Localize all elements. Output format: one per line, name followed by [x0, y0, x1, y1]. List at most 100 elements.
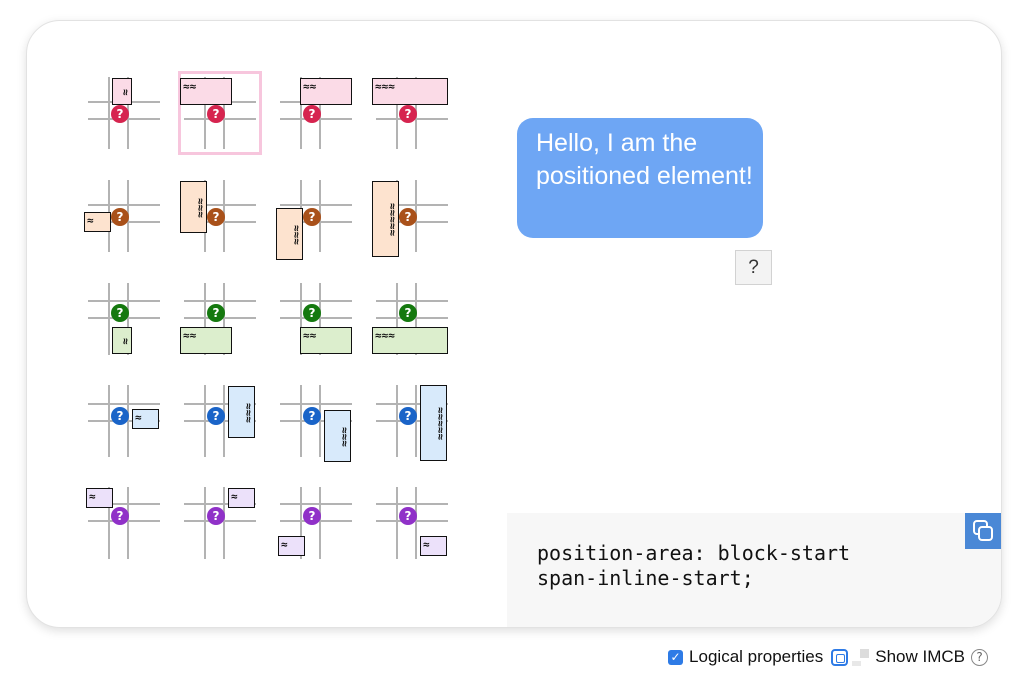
show-imcb-label: Show IMCB — [875, 647, 965, 666]
grid-line — [319, 385, 321, 457]
grid-line — [223, 385, 225, 457]
grid-line — [184, 403, 256, 405]
grid-line — [223, 487, 225, 559]
grid-line — [300, 385, 302, 457]
position-area-option[interactable]: ≈? — [372, 483, 452, 563]
grid-line — [396, 77, 398, 149]
grid-line — [415, 283, 417, 355]
positioned-box: ≈ — [112, 78, 132, 105]
grid-line — [204, 487, 206, 559]
position-area-option[interactable]: ≈≈≈? — [180, 381, 260, 461]
grid-line — [127, 385, 129, 457]
positioned-box: ≈ — [112, 327, 132, 354]
anchor-question-icon: ? — [303, 507, 321, 525]
grid-line — [204, 283, 206, 355]
position-area-option[interactable]: ≈? — [84, 176, 164, 256]
grid-line — [300, 487, 302, 559]
grid-line — [88, 204, 160, 206]
grid-line — [376, 403, 448, 405]
position-area-option[interactable]: ≈≈? — [178, 71, 262, 155]
logical-properties-checkbox[interactable]: ✓ — [668, 649, 684, 665]
grid-line — [280, 300, 352, 302]
grid-line — [184, 204, 256, 206]
grid-line — [376, 300, 448, 302]
grid-line — [108, 487, 110, 559]
position-area-option[interactable]: ≈? — [84, 483, 164, 563]
position-area-option[interactable]: ≈≈? — [180, 279, 260, 359]
help-icon[interactable]: ? — [971, 648, 988, 666]
grid-line — [280, 403, 352, 405]
positioned-box: ≈≈ — [300, 78, 352, 105]
position-area-option[interactable]: ≈≈≈≈≈? — [372, 176, 452, 257]
positioned-box: ≈ — [420, 536, 447, 556]
grid-line — [184, 300, 256, 302]
logical-properties-label: Logical properties — [689, 647, 824, 666]
grid-line — [88, 300, 160, 302]
grid-line — [280, 503, 352, 505]
position-area-option[interactable]: ≈≈≈? — [276, 381, 356, 462]
position-area-option[interactable]: ≈? — [180, 483, 260, 563]
grid-line — [108, 385, 110, 457]
grid-line — [223, 283, 225, 355]
anchor-question-icon: ? — [111, 105, 129, 123]
position-area-option[interactable]: ≈≈≈≈≈? — [372, 381, 452, 461]
position-area-option[interactable]: ≈≈≈? — [180, 176, 260, 256]
positioned-box: ≈≈≈ — [372, 78, 448, 105]
position-area-option[interactable]: ≈? — [84, 381, 164, 461]
anchor-question-icon: ? — [207, 507, 225, 525]
anchor-question-icon: ? — [399, 507, 417, 525]
position-area-option[interactable]: ≈? — [84, 279, 164, 359]
grid-line — [300, 77, 302, 149]
anchor-question-icon: ? — [207, 105, 225, 123]
grid-line — [108, 283, 110, 355]
position-area-option[interactable]: ≈≈? — [276, 73, 356, 153]
copy-button[interactable] — [965, 513, 1001, 549]
position-area-option[interactable]: ≈≈≈? — [372, 73, 452, 153]
positioned-box: ≈≈ — [300, 327, 352, 354]
grid-line — [376, 204, 448, 206]
anchor-question-icon: ? — [399, 304, 417, 322]
position-area-option[interactable]: ≈≈≈? — [372, 279, 452, 359]
anchor-question-icon: ? — [399, 407, 417, 425]
grid-line — [376, 503, 448, 505]
grid-line — [88, 503, 160, 505]
grid-line — [396, 487, 398, 559]
writing-mode-toggle[interactable] — [831, 648, 870, 666]
grid-line — [415, 487, 417, 559]
grid-line — [127, 283, 129, 355]
positioned-box: ≈≈≈ — [276, 208, 303, 260]
positioned-box: ≈≈≈≈≈ — [420, 385, 447, 461]
position-area-option[interactable]: ≈≈? — [276, 279, 356, 359]
copy-icon — [973, 520, 993, 541]
positioned-box: ≈ — [278, 536, 305, 556]
positioned-box: ≈ — [132, 409, 159, 429]
grid-line — [108, 77, 110, 149]
anchor-question-icon: ? — [111, 208, 129, 226]
anchor-button[interactable]: ? — [735, 250, 772, 285]
positioned-box: ≈≈≈ — [324, 410, 351, 462]
anchor-question-icon: ? — [399, 105, 417, 123]
grid-line — [319, 283, 321, 355]
grid-line — [184, 503, 256, 505]
position-area-option[interactable]: ≈? — [276, 483, 356, 563]
anchor-question-icon: ? — [111, 304, 129, 322]
options-bar: ✓ Logical properties Show IMCB ? — [668, 645, 988, 669]
grid-line — [280, 204, 352, 206]
anchor-question-icon: ? — [207, 304, 225, 322]
position-area-grid: ≈?≈≈?≈≈?≈≈≈?≈?≈≈≈?≈≈≈?≈≈≈≈≈?≈?≈≈?≈≈?≈≈≈?… — [27, 21, 507, 627]
anchor-question-icon: ? — [303, 105, 321, 123]
grid-line — [415, 385, 417, 457]
positioned-box: ≈≈≈ — [180, 181, 207, 233]
anchor-question-icon: ? — [399, 208, 417, 226]
anchor-question-icon: ? — [303, 407, 321, 425]
position-area-option[interactable]: ≈? — [84, 73, 164, 153]
anchor-question-icon: ? — [207, 208, 225, 226]
position-area-option[interactable]: ≈≈≈? — [276, 176, 356, 260]
bubble-text: Hello, I am the positioned element! — [536, 129, 753, 190]
code-panel: position-area: block-start span-inline-s… — [507, 513, 1001, 627]
positioned-box: ≈≈≈ — [372, 327, 448, 354]
positioned-box: ≈≈≈ — [228, 386, 255, 438]
demo-card: ≈?≈≈?≈≈?≈≈≈?≈?≈≈≈?≈≈≈?≈≈≈≈≈?≈?≈≈?≈≈?≈≈≈?… — [26, 20, 1002, 628]
grid-line — [127, 487, 129, 559]
toggle-on-icon — [831, 648, 849, 666]
